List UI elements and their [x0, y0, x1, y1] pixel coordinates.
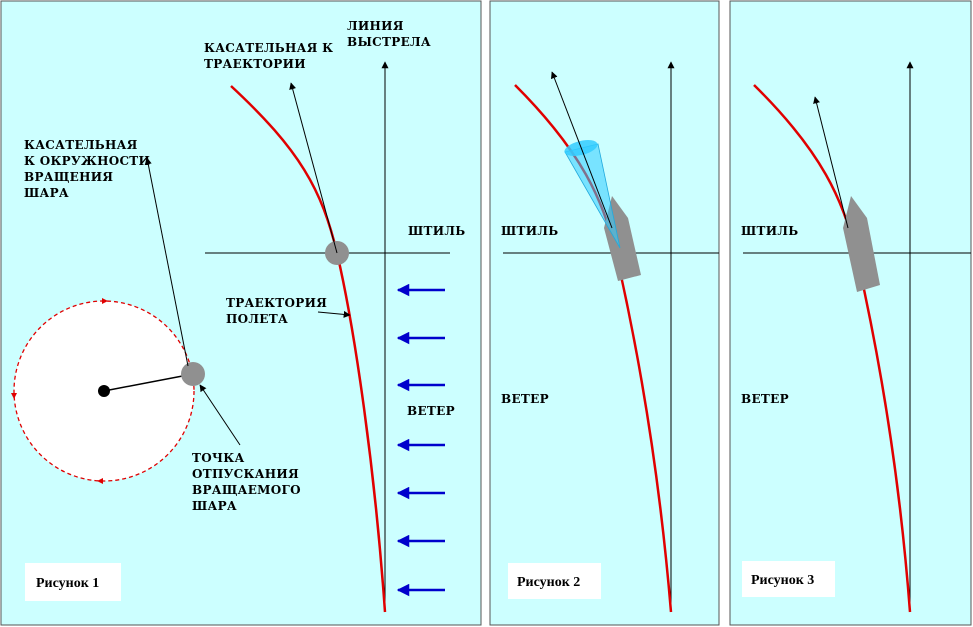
caption-box-1: [25, 563, 121, 601]
caption-1: Рисунок 1: [36, 576, 99, 591]
caption-2: Рисунок 2: [517, 575, 580, 590]
label-release-point: ТОЧКА ОТПУСКАНИЯ ВРАЩАЕМОГО ШАРА: [192, 451, 305, 513]
rotation-radius: [103, 373, 194, 392]
caption-box-2: [508, 563, 601, 599]
tangent-trajectory-arrow: [289, 82, 338, 254]
caption-box-3: [742, 561, 835, 597]
panel-1: ЛИНИЯ ВЫСТРЕЛА КАСАТЕЛЬНАЯ К ТРАЕКТОРИИ …: [0, 0, 482, 626]
label-tangent-circle: КАСАТЕЛЬНАЯ К ОКРУЖНОСТИ ВРАЩЕНИЯ ШАРА: [24, 138, 155, 200]
label-calm-2: ШТИЛЬ: [501, 224, 559, 238]
flight-trajectory: [230, 85, 387, 613]
label-line-of-fire: ЛИНИЯ ВЫСТРЕЛА: [347, 19, 431, 49]
label-calm: ШТИЛЬ: [408, 224, 466, 238]
projectile-body-3: [843, 196, 880, 292]
flight-path-pointer: [317, 310, 351, 318]
label-tangent-trajectory: КАСАТЕЛЬНАЯ К ТРАЕКТОРИИ: [204, 41, 338, 71]
label-wind-2: ВЕТЕР: [501, 392, 549, 406]
label-wind-3: ВЕТЕР: [741, 392, 789, 406]
label-wind: ВЕТЕР: [407, 404, 455, 418]
label-flight-path: ТРАЕКТОРИЯ ПОЛЕТА: [226, 296, 332, 326]
caption-3: Рисунок 3: [751, 573, 814, 588]
panel-2-background: [489, 0, 720, 626]
panel-3-background: [729, 0, 972, 626]
label-calm-3: ШТИЛЬ: [741, 224, 799, 238]
wind-arrows: [396, 283, 445, 597]
panel-2: ШТИЛЬ ВЕТЕР Рисунок 2: [489, 0, 720, 626]
released-ball: [181, 362, 205, 386]
axis-arrow-2: [550, 71, 613, 229]
release-point-arrow: [199, 384, 241, 446]
panel-3: ШТИЛЬ ВЕТЕР Рисунок 3: [729, 0, 972, 626]
axis-arrow-3: [813, 96, 849, 229]
tangent-circle-arrow: [144, 157, 189, 367]
